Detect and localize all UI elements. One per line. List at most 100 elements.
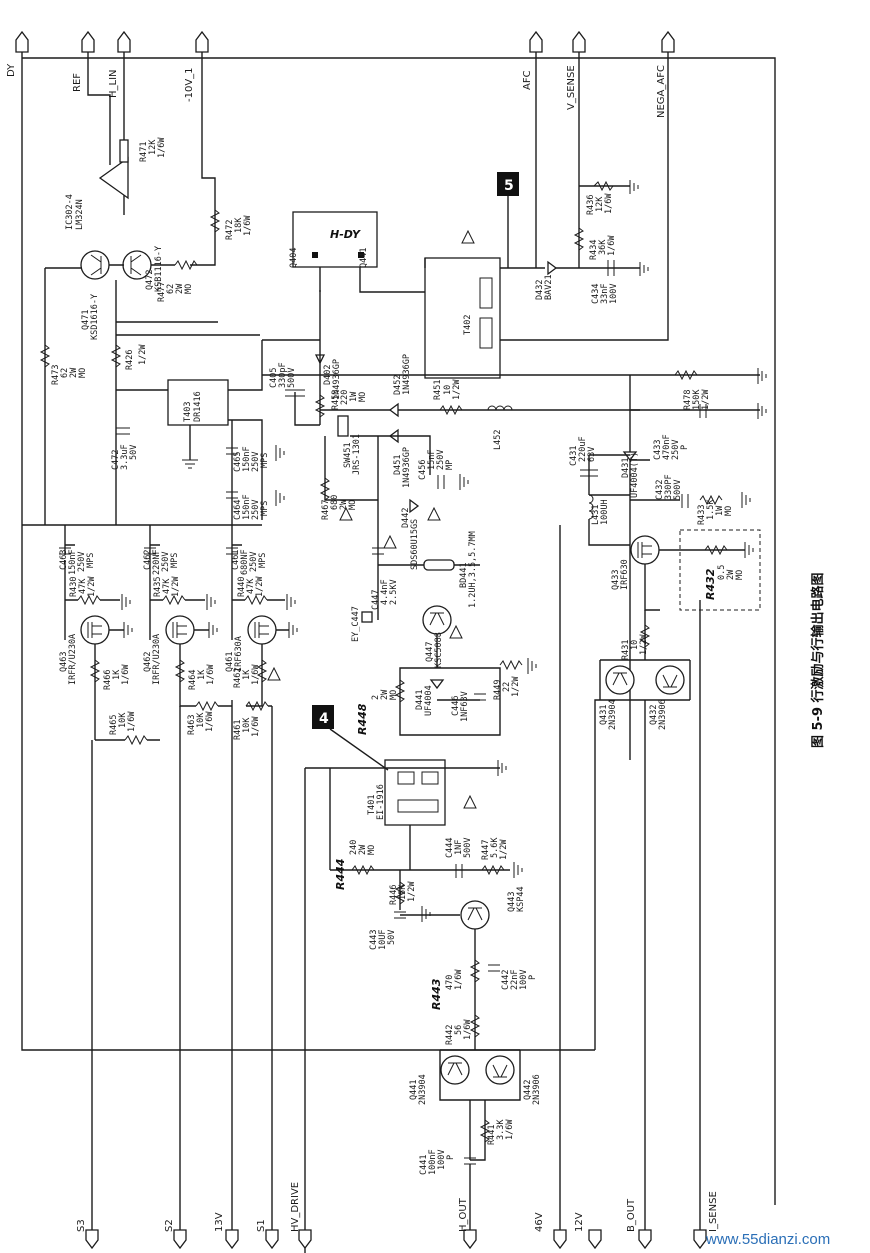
c464: C464 150nF 250V MPS <box>226 491 270 520</box>
svg-text:2N3906: 2N3906 <box>658 699 668 730</box>
svg-text:C432: C432 <box>655 480 665 500</box>
svg-text:HV_DRIVE: HV_DRIVE <box>290 1182 301 1232</box>
svg-text:Q432: Q432 <box>649 705 659 725</box>
svg-text:MO: MO <box>348 500 358 510</box>
svg-text:56: 56 <box>454 1025 464 1035</box>
svg-text:680NF: 680NF <box>240 549 250 575</box>
c431: C431 220uF 63V <box>569 436 598 477</box>
warning-icon <box>463 794 477 809</box>
svg-text:18K: 18K <box>234 217 244 233</box>
r462: R462 1K 1/6W <box>233 659 268 688</box>
r441: R441 3.3K 1/6W <box>479 1119 515 1145</box>
svg-text:150nF: 150nF <box>242 494 252 520</box>
svg-text:1/6W: 1/6W <box>206 664 216 685</box>
warning-icon <box>461 229 475 244</box>
svg-text:1N4936GP: 1N4936GP <box>332 359 342 400</box>
svg-text:Q442: Q442 <box>523 1080 533 1100</box>
svg-text:C472: C472 <box>111 450 121 470</box>
svg-text:R442: R442 <box>445 1025 455 1045</box>
r461: R461 10K 1/6W <box>233 700 269 740</box>
bottom-port-s2: S2 <box>164 1219 187 1250</box>
svg-text:R448: R448 <box>356 703 369 735</box>
svg-text:100V: 100V <box>519 970 529 990</box>
svg-text:1/2W: 1/2W <box>639 634 649 655</box>
svg-text:150K: 150K <box>692 389 702 410</box>
svg-text:R449: R449 <box>493 680 503 700</box>
ground-q461 <box>288 622 298 638</box>
svg-text:EY_C447: EY_C447 <box>351 606 361 642</box>
top-port-h-lin: H_LIN <box>108 30 131 98</box>
svg-text:T401: T401 <box>367 795 377 815</box>
r478: R478 150K 1/2W <box>674 369 711 410</box>
svg-text:R441: R441 <box>487 1125 497 1145</box>
ground-t403 <box>182 459 198 469</box>
svg-text:2N3906: 2N3906 <box>532 1074 542 1105</box>
svg-text:1/6W: 1/6W <box>607 235 617 256</box>
svg-text:100V: 100V <box>609 284 619 304</box>
svg-text:36K: 36K <box>598 239 608 255</box>
c432: C432 330PF 500V <box>655 474 689 508</box>
svg-text:R446: R446 <box>389 885 399 905</box>
d432-diode: D432 BAV21 <box>535 260 558 300</box>
svg-text:KSD1616-Y: KSD1616-Y <box>90 294 100 340</box>
svg-text:S2: S2 <box>164 1219 175 1232</box>
svg-text:R444: R444 <box>334 859 347 890</box>
svg-text:S3: S3 <box>76 1219 87 1232</box>
svg-text:46V: 46V <box>534 1212 545 1232</box>
q462-mosfet: Q462 IRFR/U230A <box>143 615 195 685</box>
svg-text:10K: 10K <box>196 712 206 728</box>
svg-text:250V: 250V <box>436 450 446 470</box>
top-port-nega-afc: NEGA_AFC <box>656 30 675 118</box>
svg-text:R463: R463 <box>187 715 197 735</box>
svg-text:NEGA_AFC: NEGA_AFC <box>656 65 667 118</box>
svg-text:P: P <box>528 975 538 980</box>
ground-c433 <box>757 403 767 419</box>
r466: R466 1K 1/6W <box>89 659 131 690</box>
svg-text:R432: R432 <box>704 568 717 600</box>
svg-text:47K: 47K <box>246 578 256 594</box>
svg-text:3.3uF: 3.3uF <box>120 444 130 470</box>
svg-text:1W: 1W <box>715 505 725 516</box>
svg-text:R433: R433 <box>697 505 707 525</box>
svg-text:1/2W: 1/2W <box>701 389 711 410</box>
svg-text:10: 10 <box>630 640 640 650</box>
svg-text:C431: C431 <box>569 446 579 466</box>
svg-text:Q404: Q404 <box>289 248 299 268</box>
c447: C447 4.4nF 2.5KV <box>371 547 399 610</box>
svg-text:250V: 250V <box>77 552 87 572</box>
svg-text:UF4004(T): UF4004(T) <box>630 452 640 498</box>
bottom-port-12v: 12V <box>574 1212 602 1250</box>
svg-text:BAV21: BAV21 <box>544 274 554 300</box>
svg-text:R453: R453 <box>331 390 341 410</box>
svg-text:C447: C447 <box>371 590 381 610</box>
svg-text:D452: D452 <box>393 375 403 395</box>
svg-text:DR1416: DR1416 <box>193 391 203 422</box>
svg-text:R443: R443 <box>430 978 443 1010</box>
svg-text:100nF: 100nF <box>428 1149 438 1175</box>
svg-text:MPS: MPS <box>258 553 268 568</box>
svg-text:L452: L452 <box>493 430 503 450</box>
svg-text:R451: R451 <box>433 380 443 400</box>
svg-text:1/2W: 1/2W <box>452 379 462 400</box>
svg-text:Q472: Q472 <box>145 270 155 290</box>
svg-text:5: 5 <box>504 178 514 194</box>
svg-text:C465: C465 <box>233 452 243 472</box>
svg-text:47K: 47K <box>162 578 172 594</box>
r448: R448 2 2W MO <box>356 679 406 735</box>
svg-text:MO: MO <box>389 690 399 700</box>
ground-q463 <box>123 622 133 638</box>
svg-text:10K: 10K <box>242 717 252 733</box>
svg-text:R440: R440 <box>237 577 247 597</box>
svg-text:3.3K: 3.3K <box>496 1119 506 1140</box>
bottom-port-h-out: H_OUT <box>458 1197 477 1250</box>
svg-text:C456: C456 <box>418 460 428 480</box>
svg-text:Q463: Q463 <box>59 652 69 672</box>
r431: R431 10 1/2W <box>621 624 651 660</box>
figure-caption: 图 5-9 行激励与行输出电路图 <box>810 572 826 748</box>
svg-text:I_SENSE: I_SENSE <box>708 1191 719 1232</box>
top-port-ref: REF <box>72 30 95 92</box>
r447: R447 5.6K 1/2W <box>481 837 509 876</box>
sw451-switch: SW451 JRS-1301 <box>337 415 362 475</box>
svg-text:50V: 50V <box>387 930 397 945</box>
